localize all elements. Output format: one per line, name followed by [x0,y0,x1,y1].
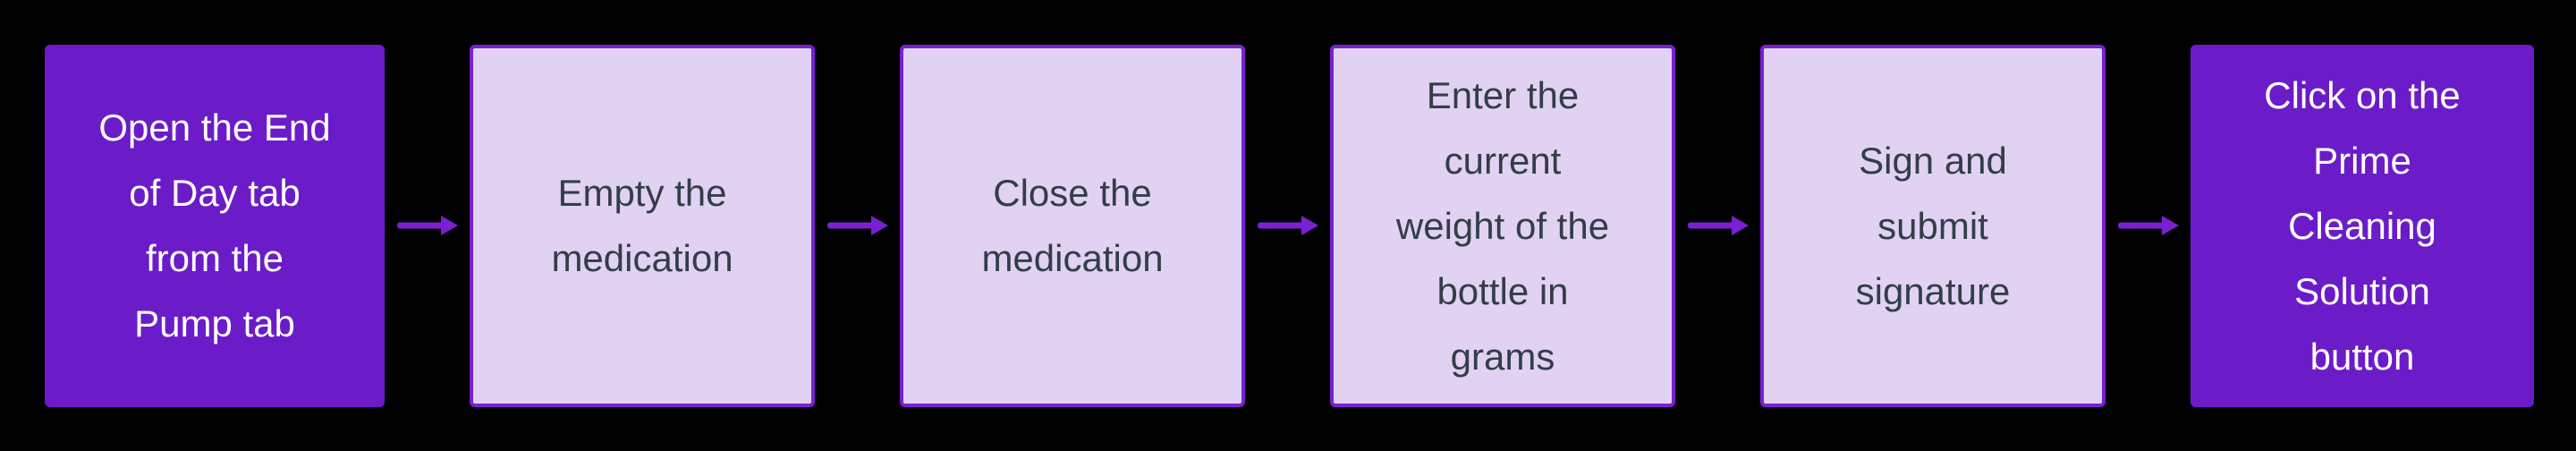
connector [2106,0,2190,451]
step-label: Sign and submit signature [1855,139,2011,312]
step-prime-cleaning-solution: Click on the Prime Cleaning Solution but… [2190,44,2534,407]
arrow-right-icon [396,216,458,235]
step-sign-and-submit: Sign and submit signature [1760,44,2106,407]
connector [1245,0,1330,451]
step-enter-bottle-weight: Enter the current weight of the bottle i… [1330,44,1675,407]
arrow-right-icon [1687,216,1749,235]
step-empty-medication: Empty the medication [470,44,815,407]
step-label: Close the medication [981,172,1164,279]
connector [1675,0,1760,451]
connector [815,0,900,451]
arrow-right-icon [826,216,888,235]
arrow-right-icon [1257,216,1318,235]
connector [385,0,470,451]
step-label: Empty the medication [551,172,733,279]
step-close-medication: Close the medication [900,44,1245,407]
arrow-right-icon [2117,216,2179,235]
step-open-end-of-day-tab: Open the End of Day tab from the Pump ta… [45,44,385,407]
step-label: Enter the current weight of the bottle i… [1395,73,1610,378]
step-label: Open the End of Day tab from the Pump ta… [98,106,331,345]
step-label: Click on the Prime Cleaning Solution but… [2264,73,2461,378]
